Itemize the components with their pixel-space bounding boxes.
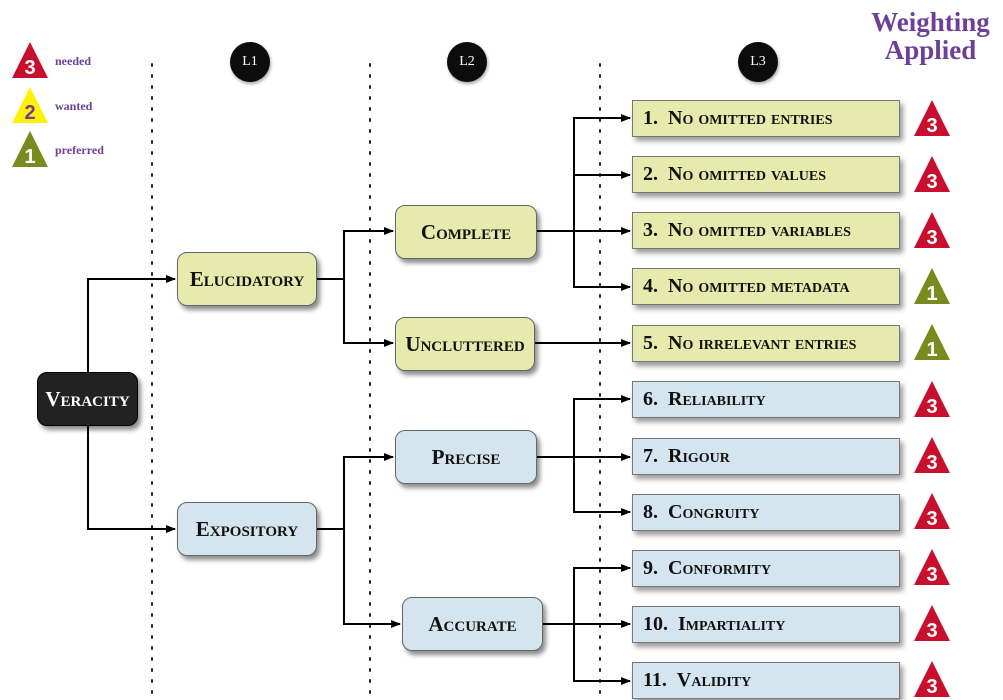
weight-triangle-icon: 3 <box>912 435 952 475</box>
leaf-label: No omitted entries <box>668 107 833 129</box>
leaf-1: 1. No omitted entries <box>632 100 900 137</box>
weight-triangle-icon: 3 <box>912 379 952 419</box>
legend-label: wanted <box>55 99 93 113</box>
leaf-7: 7. Rigour <box>632 438 900 475</box>
weight-value: 1 <box>926 283 937 305</box>
weight-triangle-icon: 3 <box>912 98 952 138</box>
leaf-number: 11. <box>643 669 667 691</box>
legend-needed: 3 needed <box>10 40 91 80</box>
node-elucidatory: Elucidatory <box>177 252 317 306</box>
triangle-olive-icon: 1 <box>10 129 50 169</box>
triangle-yellow-icon: 2 <box>10 85 50 125</box>
legend-value: 1 <box>24 146 35 168</box>
weight-value: 3 <box>926 115 937 137</box>
legend-value: 3 <box>24 57 35 79</box>
node-precise: Precise <box>395 430 537 484</box>
leaf-4: 4. No omitted metadata <box>632 268 900 305</box>
level-badge-l3: L3 <box>738 42 778 82</box>
weight-value: 3 <box>926 508 937 530</box>
legend-label: needed <box>55 54 91 68</box>
leaf-6: 6. Reliability <box>632 381 900 418</box>
leaf-label: No omitted variables <box>668 219 851 241</box>
node-accurate: Accurate <box>402 597 543 651</box>
node-expository: Expository <box>177 502 317 556</box>
legend-label: preferred <box>55 143 104 157</box>
weight-triangle-icon: 3 <box>912 659 952 699</box>
weight-triangle-icon: 3 <box>912 210 952 250</box>
leaf-number: 10. <box>643 613 668 635</box>
leaf-number: 7. <box>643 445 658 467</box>
node-veracity: Veracity <box>37 372 138 426</box>
weighting-applied-title: Weighting Applied <box>858 8 1003 64</box>
leaf-number: 3. <box>643 219 658 241</box>
triangle-red-icon: 3 <box>10 40 50 80</box>
weight-triangle-icon: 3 <box>912 603 952 643</box>
leaf-11: 11. Validity <box>632 662 900 699</box>
leaf-label: Rigour <box>668 445 730 467</box>
legend-wanted: 2 wanted <box>10 85 92 125</box>
legend-value: 2 <box>24 102 35 124</box>
weight-value: 3 <box>926 452 937 474</box>
weight-value: 3 <box>926 171 937 193</box>
legend-preferred: 1 preferred <box>10 129 104 169</box>
weight-value: 3 <box>926 676 937 698</box>
leaf-number: 1. <box>643 107 658 129</box>
leaf-number: 4. <box>643 275 658 297</box>
leaf-9: 9. Conformity <box>632 550 900 587</box>
leaf-label: No irrelevant entries <box>668 332 857 354</box>
level-badge-l2: L2 <box>447 42 487 82</box>
leaf-number: 6. <box>643 388 658 410</box>
weight-value: 3 <box>926 620 937 642</box>
leaf-number: 2. <box>643 163 658 185</box>
weight-triangle-icon: 1 <box>912 322 952 362</box>
weight-value: 3 <box>926 564 937 586</box>
leaf-8: 8. Congruity <box>632 494 900 531</box>
leaf-label: Congruity <box>668 501 760 523</box>
leaf-number: 9. <box>643 557 658 579</box>
leaf-number: 8. <box>643 501 658 523</box>
leaf-label: Validity <box>676 669 752 691</box>
leaf-number: 5. <box>643 332 658 354</box>
leaf-label: Impartiality <box>678 613 786 635</box>
level-dividers <box>151 63 601 700</box>
weight-value: 3 <box>926 396 937 418</box>
weight-triangle-icon: 3 <box>912 547 952 587</box>
leaf-label: Reliability <box>668 388 766 410</box>
weight-value: 3 <box>926 227 937 249</box>
leaf-label: Conformity <box>668 557 772 579</box>
leaf-label: No omitted values <box>668 163 826 185</box>
weight-triangle-icon: 3 <box>912 154 952 194</box>
leaf-5: 5. No irrelevant entries <box>632 325 900 362</box>
weighting-title-line2: Applied <box>884 35 977 65</box>
weight-triangle-icon: 1 <box>912 266 952 306</box>
leaf-3: 3. No omitted variables <box>632 212 900 249</box>
weight-triangle-icon: 3 <box>912 491 952 531</box>
level-badge-l1: L1 <box>230 42 270 82</box>
leaf-label: No omitted metadata <box>668 275 850 297</box>
weight-value: 1 <box>926 339 937 361</box>
leaf-2: 2. No omitted values <box>632 156 900 193</box>
node-uncluttered: Uncluttered <box>395 317 535 371</box>
leaf-10: 10. Impartiality <box>632 606 900 643</box>
node-complete: Complete <box>395 205 537 259</box>
weighting-title-line1: Weighting <box>871 7 990 37</box>
